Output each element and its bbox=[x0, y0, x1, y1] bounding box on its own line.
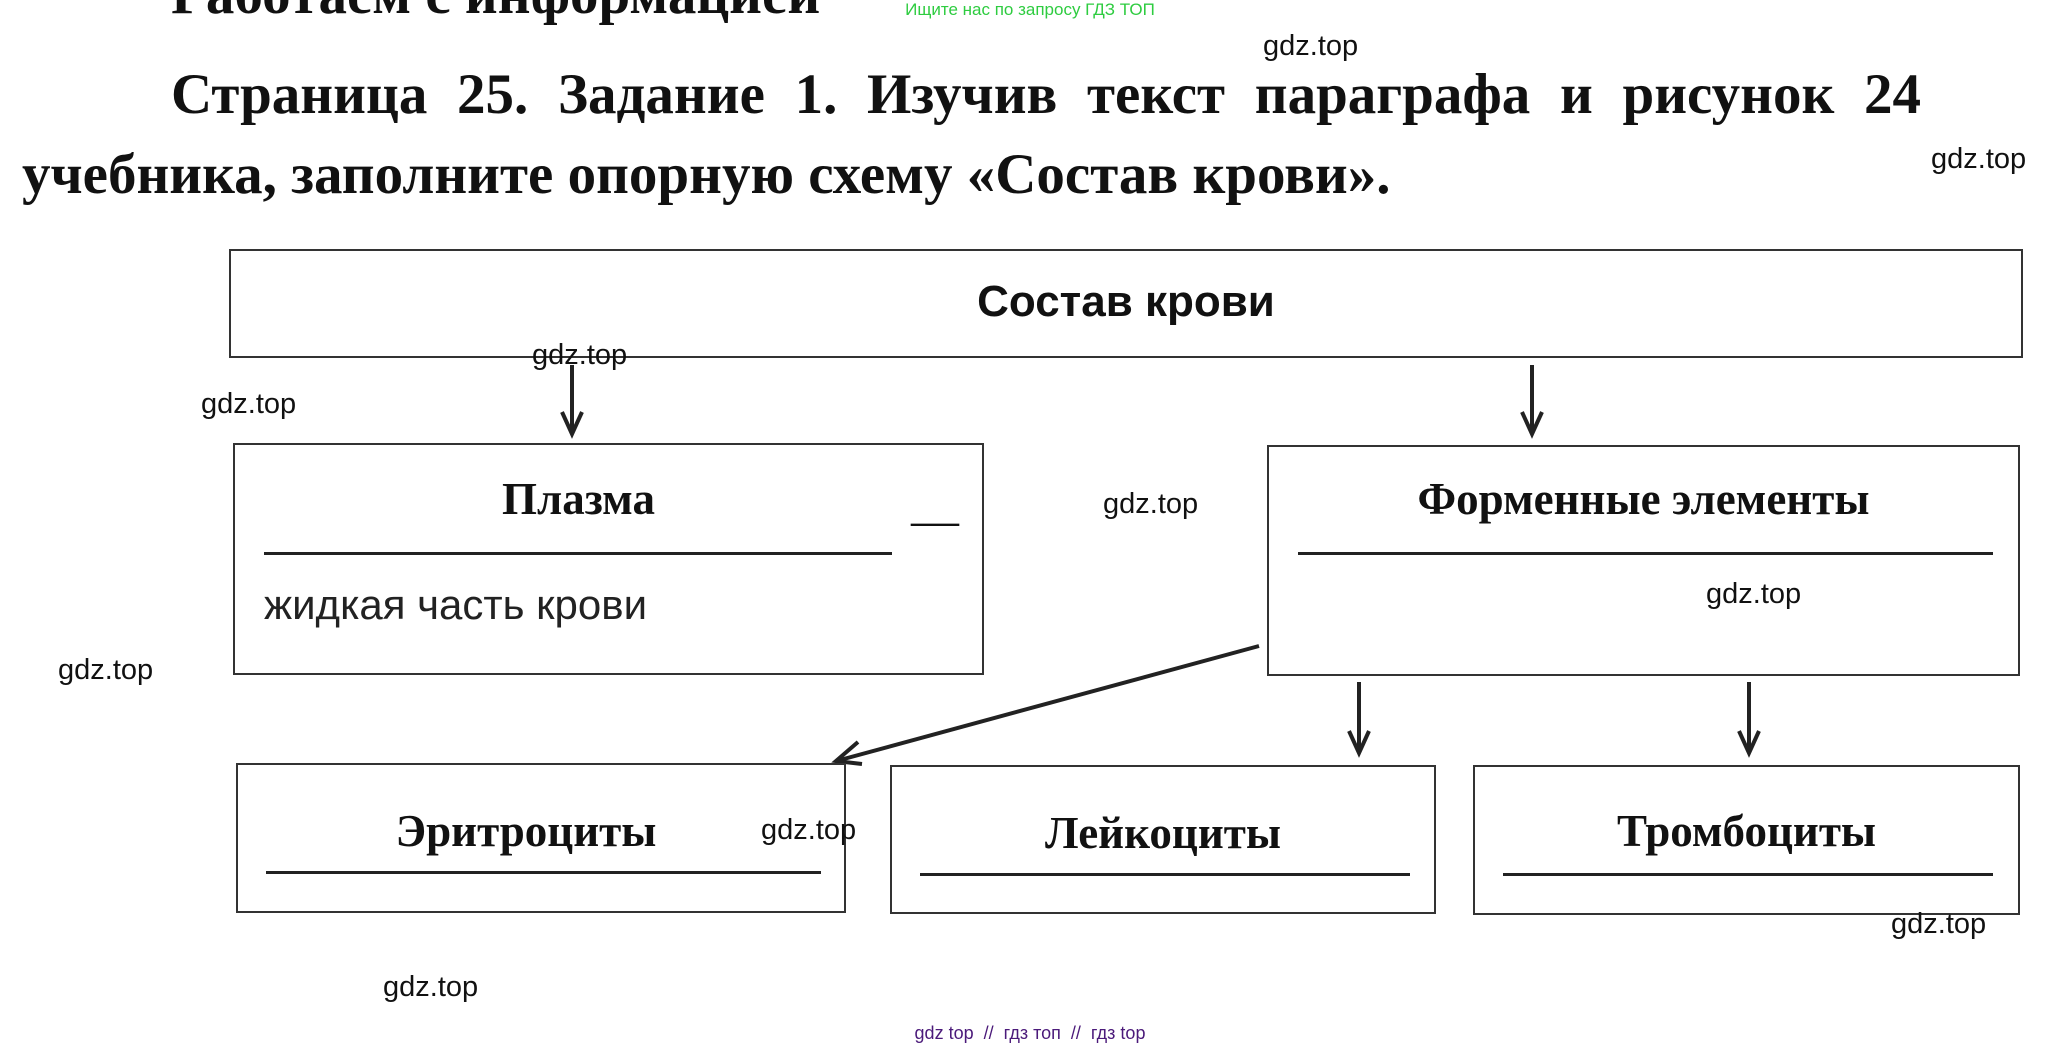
watermark: gdz.top bbox=[1891, 908, 1987, 940]
plasma-title: Плазма bbox=[501, 474, 656, 524]
root-box: Состав крови bbox=[229, 249, 2023, 358]
formed-elements-box: Форменные элементы bbox=[1267, 445, 2020, 676]
watermark: gdz.top bbox=[1103, 488, 1199, 520]
footer-links[interactable]: gdz top // гдз топ // гдз top bbox=[914, 1023, 1146, 1043]
watermark: gdz.top bbox=[761, 814, 857, 846]
leukocytes-underline bbox=[920, 873, 1410, 876]
erythrocytes-box: Эритроциты bbox=[236, 763, 846, 913]
platelets-title: Тромбоциты bbox=[1616, 806, 1877, 856]
section-heading: Работаем с информацией bbox=[171, 0, 820, 27]
task-line-1: Страница 25. Задание 1. Изучив текст пар… bbox=[171, 63, 1921, 126]
formed-underline bbox=[1298, 552, 1993, 555]
watermark: gdz.top bbox=[383, 971, 479, 1003]
watermark: gdz.top bbox=[58, 654, 154, 686]
watermark: gdz.top bbox=[1706, 578, 1802, 610]
plasma-underline bbox=[264, 552, 892, 555]
erythrocytes-title: Эритроциты bbox=[395, 806, 657, 856]
plasma-answer: жидкая часть крови bbox=[264, 581, 648, 628]
platelets-underline bbox=[1503, 873, 1993, 876]
plasma-box: Плазма — жидкая часть крови bbox=[233, 443, 984, 675]
banner[interactable]: Ищите нас по запросу ГДЗ ТОП bbox=[905, 0, 1155, 19]
watermark: gdz.top bbox=[201, 388, 297, 420]
leukocytes-box: Лейкоциты bbox=[890, 765, 1436, 914]
watermark: gdz.top bbox=[1931, 143, 2027, 175]
task-line-2: учебника, заполните опорную схему «Соста… bbox=[22, 143, 1391, 206]
plasma-dash: — bbox=[911, 494, 959, 547]
watermark: gdz.top bbox=[1263, 30, 1359, 62]
leukocytes-title: Лейкоциты bbox=[1044, 808, 1282, 858]
root-title: Состав крови bbox=[977, 277, 1275, 326]
watermark: gdz.top bbox=[532, 339, 628, 371]
erythrocytes-underline bbox=[266, 871, 821, 874]
platelets-box: Тромбоциты bbox=[1473, 765, 2020, 915]
formed-title: Форменные элементы bbox=[1417, 474, 1870, 524]
arrow-to-erythrocytes bbox=[839, 644, 1260, 762]
